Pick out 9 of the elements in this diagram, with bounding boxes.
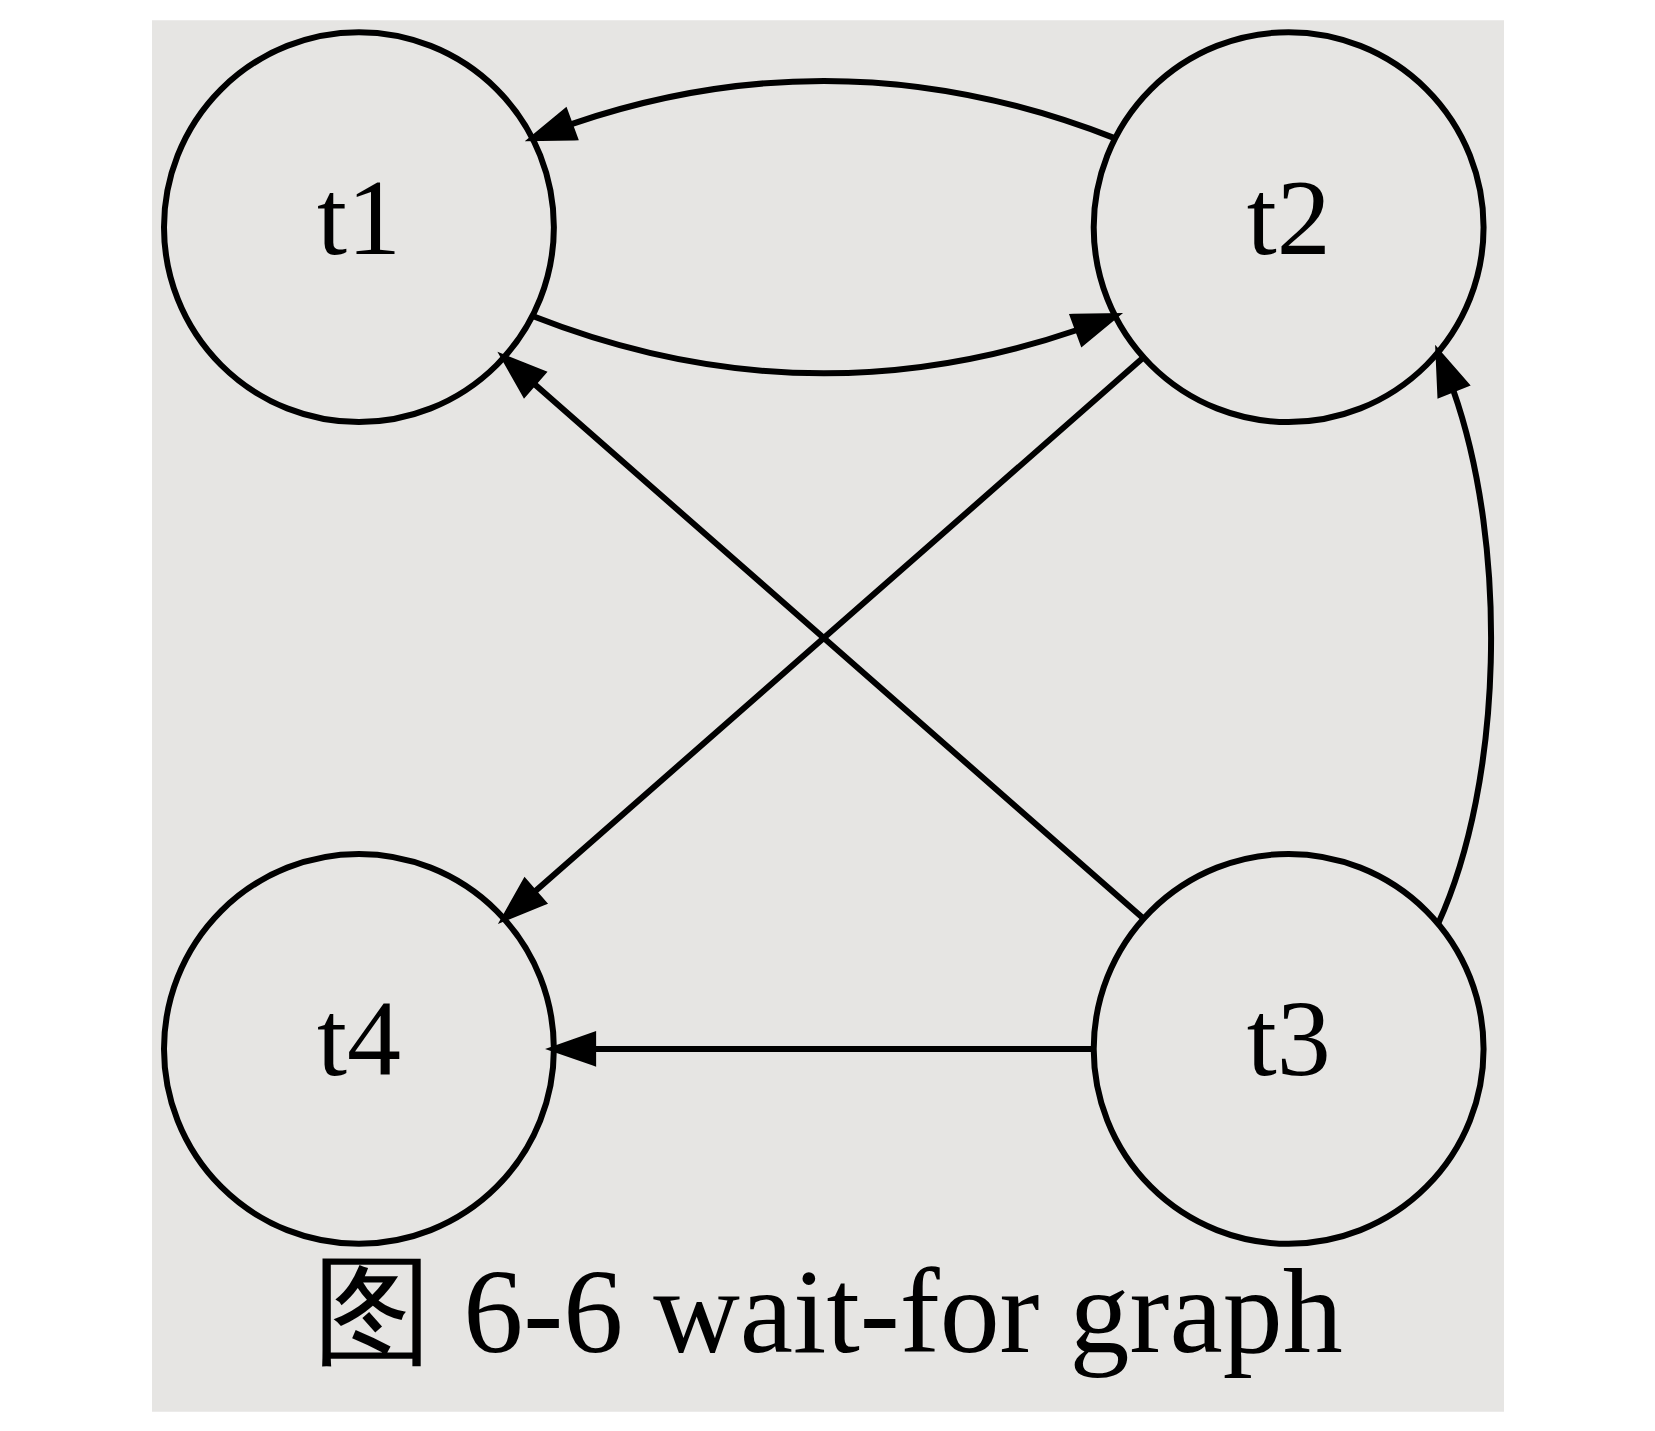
- node-circle: t3: [1090, 850, 1487, 1247]
- node-circle: t4: [160, 850, 557, 1247]
- caption: 图 6-6 wait-for graph: [312, 1244, 1343, 1378]
- arrow: [1434, 344, 1494, 924]
- arrow: [531, 312, 1123, 376]
- arrow: [524, 77, 1116, 141]
- node-circle: t1: [160, 28, 557, 425]
- node-circle: t2: [1090, 28, 1487, 425]
- arrow: [544, 1030, 1094, 1067]
